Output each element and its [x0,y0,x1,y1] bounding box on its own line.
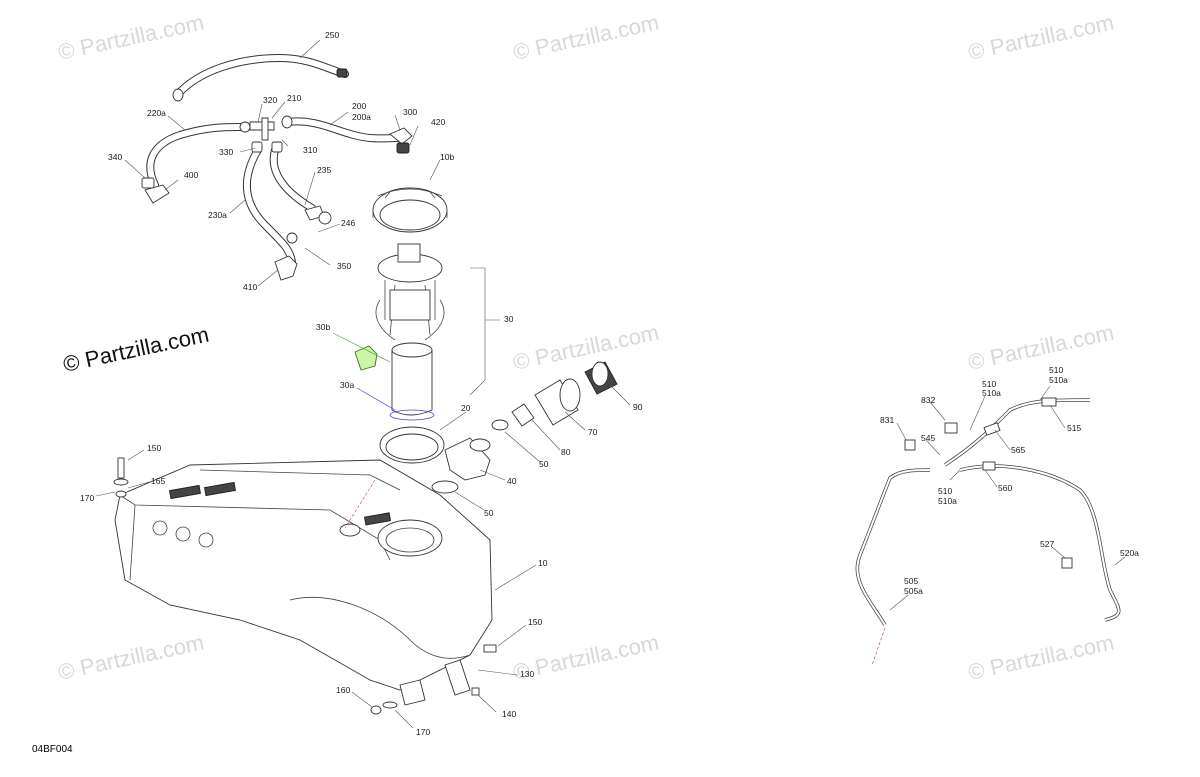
callout-505a: 505a [904,586,923,596]
vent-line-assembly [855,397,1121,666]
callout-170-lower: 170 [416,727,430,737]
callout-510-top: 510 [1049,365,1063,375]
callout-150: 150 [147,443,161,453]
callout-150-lower: 150 [528,617,542,627]
watermark: © Partzilla.com [966,630,1116,685]
callout-50-lower: 50 [484,508,494,518]
callout-200: 200 [352,101,366,111]
callout-10: 10 [538,558,548,568]
callout-320: 320 [263,95,277,105]
hose-220a [141,121,251,204]
callout-340: 340 [108,152,122,162]
callout-160: 160 [336,685,350,695]
callout-520a: 520a [1120,548,1139,558]
callout-515: 515 [1067,423,1081,433]
callout-330: 330 [219,147,233,157]
callout-510a-lower: 510a [938,496,957,506]
callout-246: 246 [341,218,355,228]
callout-545: 545 [921,433,935,443]
callout-310: 310 [303,145,317,155]
callout-832: 832 [921,395,935,405]
watermark: © Partzilla.com [56,10,206,65]
callout-250: 250 [325,30,339,40]
fuel-tank-10 [114,459,493,691]
callout-10b: 10b [440,152,454,162]
fuel-pump-30 [375,243,445,421]
callout-140: 140 [502,709,516,719]
callout-20: 20 [461,403,471,413]
callout-400: 400 [184,170,198,180]
callout-350: 350 [337,261,351,271]
callout-510: 510 [982,379,996,389]
callout-50: 50 [539,459,549,469]
hardware [113,457,497,715]
callout-40: 40 [507,476,517,486]
watermark-main: © Partzilla.com [61,322,211,377]
watermark: © Partzilla.com [966,320,1116,375]
callout-560: 560 [998,483,1012,493]
callout-30b: 30b [316,322,330,332]
callout-70: 70 [588,427,598,437]
callout-565: 565 [1011,445,1025,455]
filter-30b [332,332,396,411]
callout-510-lower: 510 [938,486,952,496]
callout-235: 235 [317,165,331,175]
callout-831: 831 [880,415,894,425]
callout-505: 505 [904,576,918,586]
watermark: © Partzilla.com [511,10,661,65]
callout-300: 300 [403,107,417,117]
callout-420: 420 [431,117,445,127]
hose-200 [249,115,413,154]
filler-neck-40 [431,419,509,494]
callout-220a: 220a [147,108,166,118]
callout-labels: 250 220a 320 210 200 200a 300 420 340 33… [80,30,1139,737]
callout-210: 210 [287,93,301,103]
callout-410: 410 [243,282,257,292]
callout-165: 165 [151,476,165,486]
callout-30: 30 [504,314,514,324]
watermark: © Partzilla.com [511,320,661,375]
watermark: © Partzilla.com [966,10,1116,65]
callout-130: 130 [520,669,534,679]
watermark: © Partzilla.com [56,630,206,685]
callout-80: 80 [561,447,571,457]
leader-lines [95,39,1126,729]
hose-230a [242,141,332,281]
callout-230a: 230a [208,210,227,220]
callout-510a: 510a [982,388,1001,398]
hose-250 [172,53,349,102]
callout-527: 527 [1040,539,1054,549]
callout-510a-top: 510a [1049,375,1068,385]
callout-90: 90 [633,402,643,412]
lock-ring-10b [372,187,448,233]
callout-30a: 30a [340,380,354,390]
diagram-code: 04BF004 [32,744,73,755]
seal-20 [379,426,445,464]
callout-200a: 200a [352,112,371,122]
callout-170: 170 [80,493,94,503]
